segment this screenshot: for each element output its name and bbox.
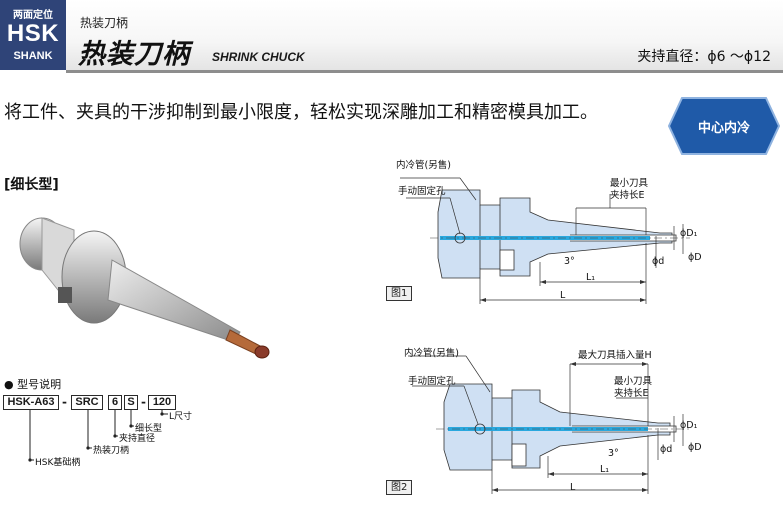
category-label: 热装刀柄: [80, 16, 129, 30]
section-subtitle: [细长型]: [4, 177, 59, 193]
fig2-l: L: [570, 482, 576, 493]
fig1-phi-d-small: ϕd: [652, 256, 665, 267]
page-title-en: SHRINK CHUCK: [212, 50, 305, 64]
model-explain-label: 型号说明: [17, 378, 62, 391]
coolant-badge-label: 中心内冷: [697, 121, 750, 136]
code-dash: -: [141, 395, 146, 409]
intro-text: 将工件、夹具的干涉抑制到最小限度，轻松实现深雕加工和精密模具加工。: [4, 102, 598, 123]
legend-hsk-base: HSK基础柄: [35, 458, 81, 468]
hexagon-badge-icon: [668, 97, 780, 155]
fig2-manual-hole: 手动固定孔: [408, 376, 456, 387]
fig1-phi-d: ϕD: [688, 252, 702, 263]
fig1-phi-d1: ϕD₁: [680, 228, 698, 239]
code-type: S: [124, 395, 138, 410]
header-divider: [66, 70, 783, 73]
badge-sub-text: SHANK: [13, 50, 53, 62]
fig2-phi-d-small: ϕd: [660, 444, 673, 455]
clamp-range: 夹持直径：ϕ6 ～ϕ12: [637, 49, 771, 65]
code-diameter: 6: [108, 395, 122, 410]
legend-clamp-diameter: 夹持直径: [119, 434, 156, 444]
fig2-min-tool: 最小刀具: [614, 376, 653, 387]
code-series: SRC: [71, 395, 103, 410]
coolant-badge: 中心内冷: [668, 97, 780, 155]
header-strip: [66, 0, 783, 70]
fig1-min-clamp-e: 夹持长E: [610, 190, 645, 201]
legend-l-size: L尺寸: [169, 412, 193, 422]
shank-badge: 两面定位 HSK SHANK: [0, 0, 66, 70]
fig2-max-insert: 最大刀具插入量H: [578, 350, 652, 361]
code-length: 120: [148, 395, 176, 410]
code-shank: HSK-A63: [3, 395, 59, 410]
fig1-manual-hole: 手动固定孔: [398, 186, 446, 197]
fig1-coolant-pipe: 内冷管(另售): [396, 160, 451, 171]
fig1-angle: 3°: [564, 256, 575, 267]
code-dash: -: [62, 395, 67, 409]
shrink-chuck-image: [19, 217, 270, 359]
page-title: 热装刀柄: [78, 39, 190, 70]
fig2-phi-d: ϕD: [688, 442, 702, 453]
legend-slim-type: 细长型: [135, 424, 163, 434]
fig1-l: L: [560, 290, 566, 301]
badge-main-text: HSK: [6, 20, 60, 47]
badge-top-text: 两面定位: [13, 10, 53, 21]
figure-2-drawing: [408, 355, 690, 494]
model-explain-title: ● 型号说明: [4, 376, 61, 392]
fig1-l1: L₁: [586, 272, 596, 283]
fig2-angle: 3°: [608, 448, 619, 459]
figure-2-label: 图2: [386, 480, 413, 495]
model-leader-lines: [28, 410, 168, 462]
fig2-min-clamp-e: 夹持长E: [614, 388, 649, 399]
figure-1-label: 图1: [386, 286, 413, 301]
bullet-icon: ●: [4, 378, 14, 391]
fig2-coolant-pipe: 内冷管(另售): [404, 348, 459, 359]
fig2-phi-d1: ϕD₁: [680, 420, 698, 431]
fig2-l1: L₁: [600, 464, 610, 475]
legend-shrink-chuck: 热装刀柄: [93, 446, 130, 456]
figure-1-drawing: [400, 177, 690, 304]
fig1-min-tool: 最小刀具: [610, 178, 649, 189]
